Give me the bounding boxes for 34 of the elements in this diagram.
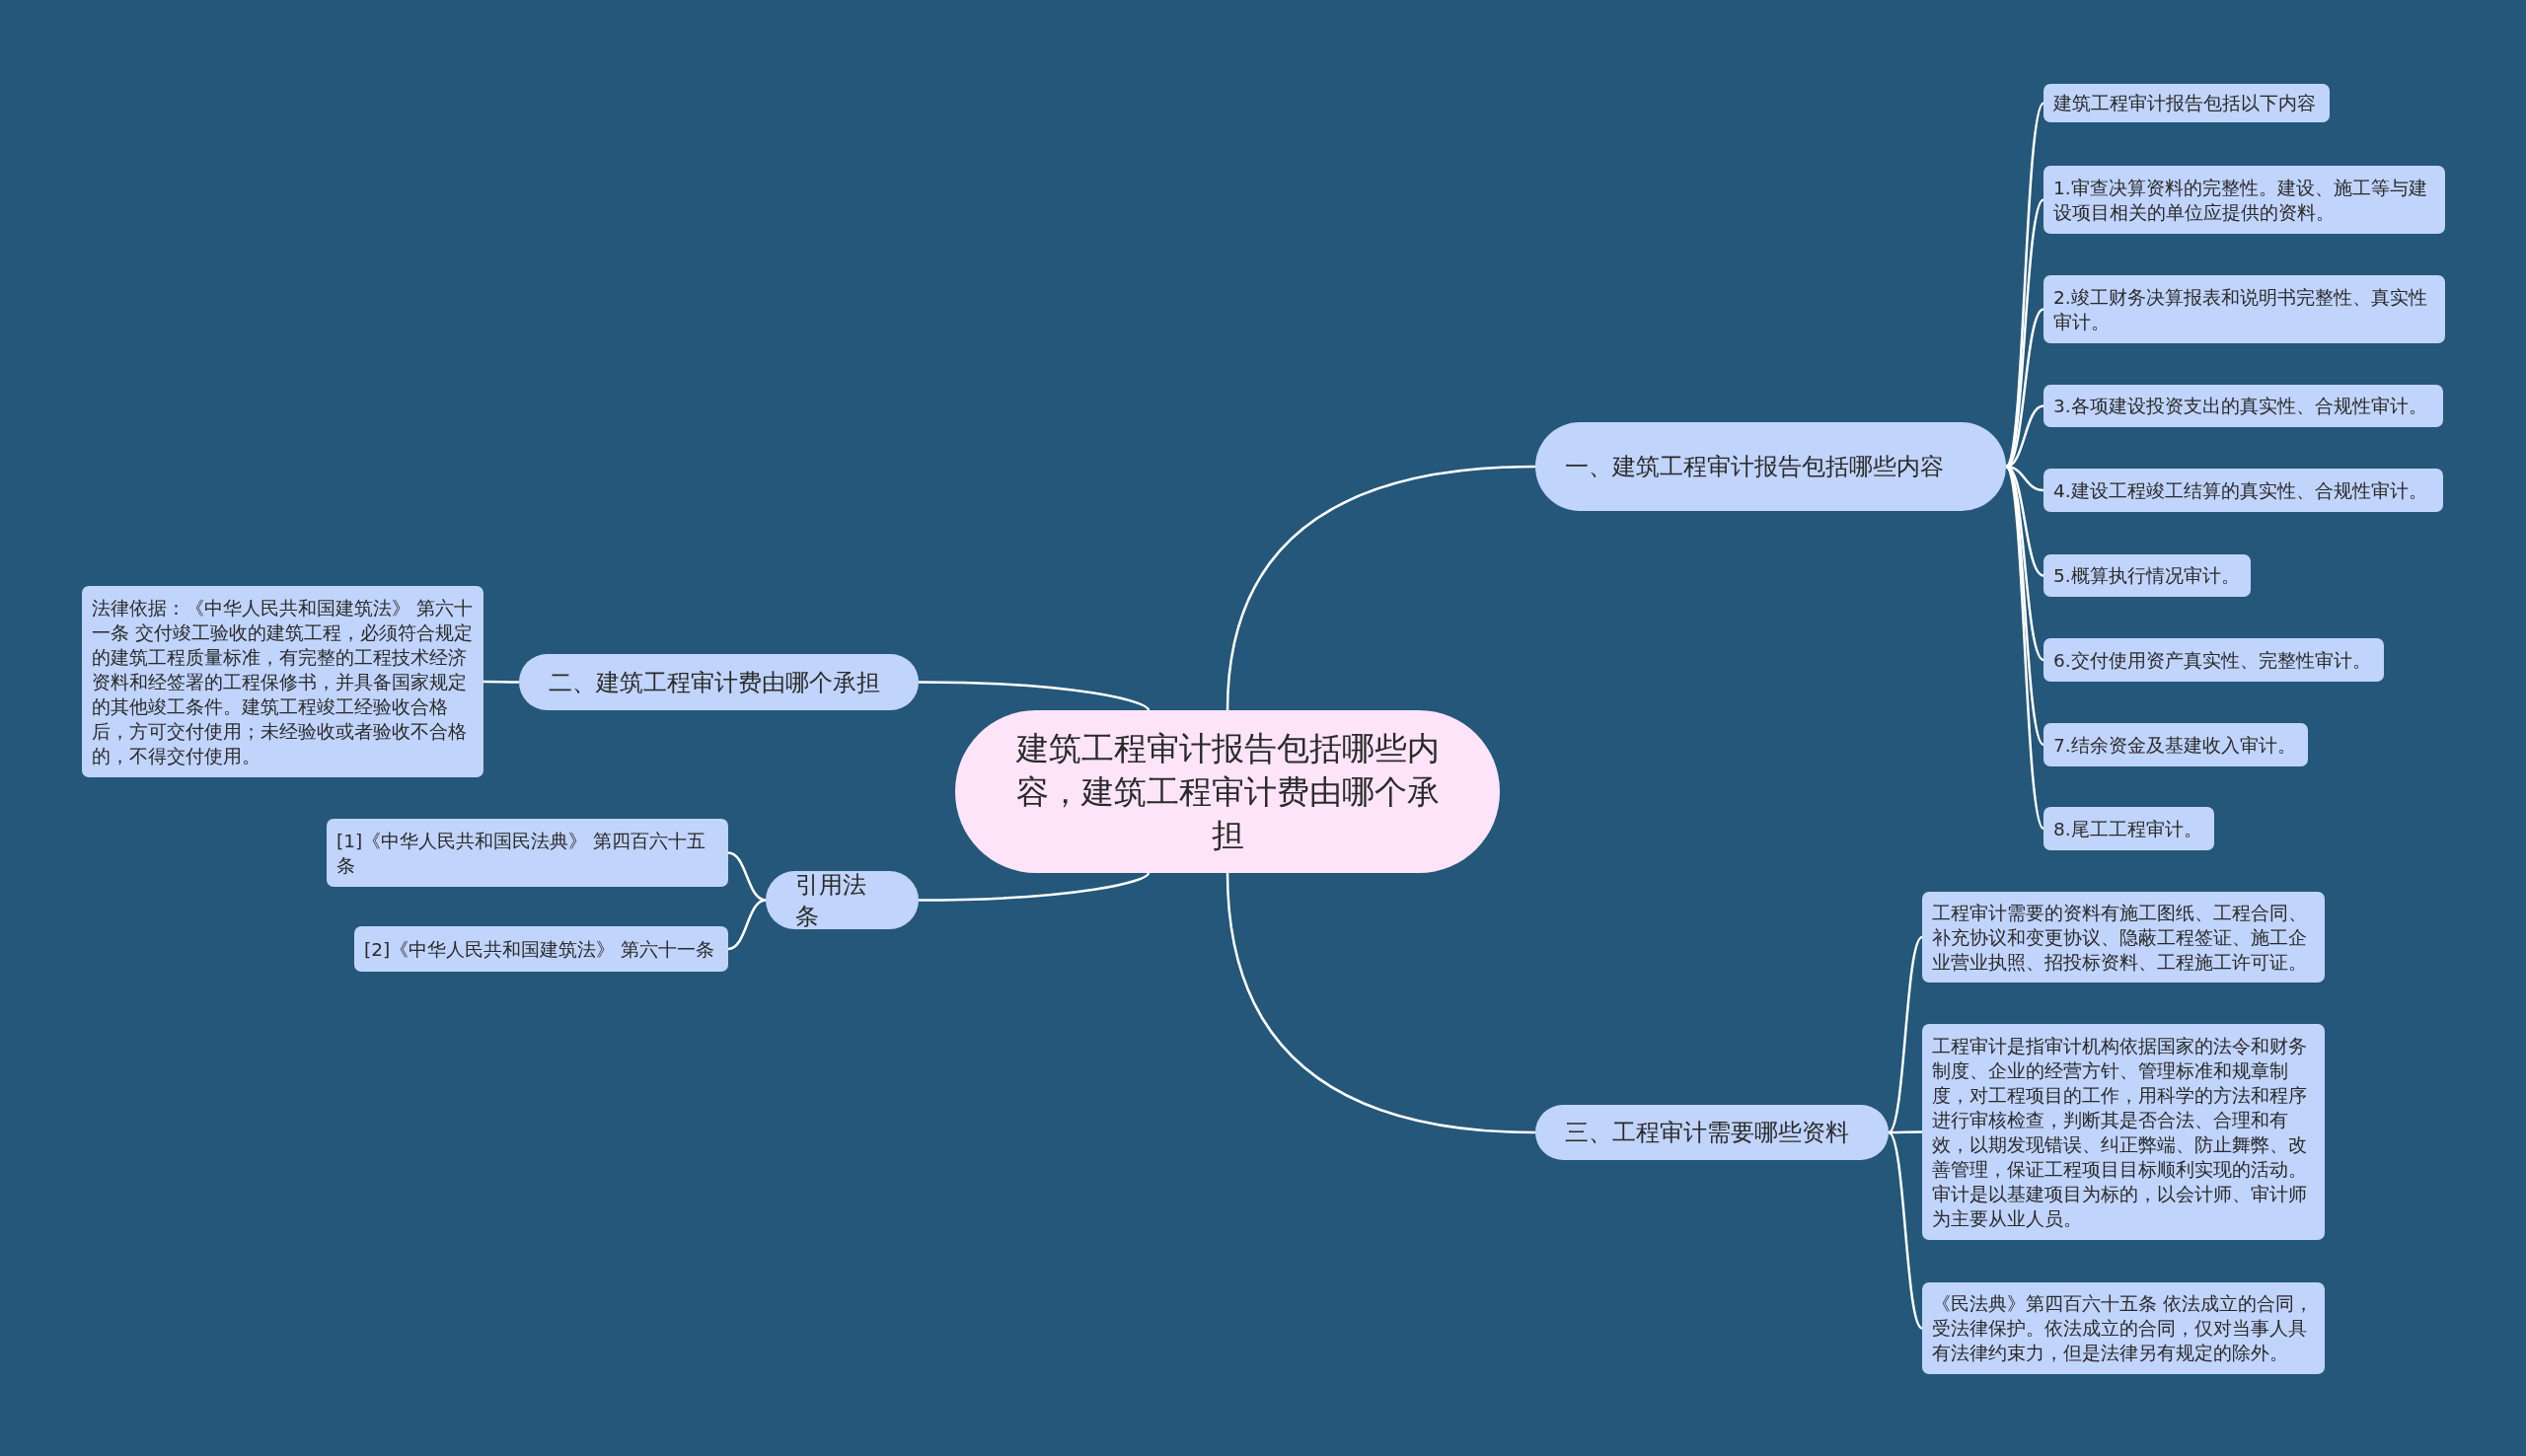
connector-line (1226, 465, 1536, 711)
connector-line (2005, 198, 2044, 468)
central-topic: 建筑工程审计报告包括哪些内容，建筑工程审计费由哪个承担 (955, 710, 1500, 873)
connector-line (2004, 466, 2045, 830)
topic-box: 一、建筑工程审计报告包括哪些内容 (1535, 422, 2006, 511)
connector-line (2004, 102, 2045, 468)
text-card: 6.交付使用资产真实性、完整性审计。 (2043, 638, 2384, 682)
text-card: 8.尾工工程审计。 (2043, 807, 2214, 850)
topic-box: 引用法条 (766, 871, 919, 929)
connector-line (1888, 936, 1923, 1133)
text-card: 2.竣工财务决算报表和说明书完整性、真实性审计。 (2043, 275, 2445, 343)
text-card: 7.结余资金及基建收入审计。 (2043, 723, 2308, 766)
connector-line (919, 872, 1150, 902)
text-card: 法律依据：《中华人民共和国建筑法》 第六十一条 交付竣工验收的建筑工程，必须符合规定的建筑工程质量标准，有完整的工程技术经济资料和经签署的工程保修书，并具备国家规定的其他竣工条件。建筑工程竣工经验收合格后，方可交付使用；未经验收或者验收不合格的，不得交付使用。 (82, 586, 483, 777)
text-card: 4.建设工程竣工结算的真实性、合规性审计。 (2043, 469, 2443, 512)
connector-line (1226, 872, 1536, 1134)
text-card: 《民法典》第四百六十五条 依法成立的合同，受法律保护。依法成立的合同，仅对当事人具有法律约束力，但是法律另有规定的除外。 (1922, 1282, 2325, 1374)
text-card: [2]《中华人民共和国建筑法》 第六十一条 (354, 926, 728, 972)
text-card: 工程审计需要的资料有施工图纸、工程合同、补充协议和变更协议、隐蔽工程签证、施工企业营业执照、招投标资料、工程施工许可证。 (1922, 892, 2325, 983)
topic-box: 三、工程审计需要哪些资料 (1535, 1105, 1889, 1160)
text-card: 3.各项建设投资支出的真实性、合规性审计。 (2043, 385, 2443, 427)
connector-line (1888, 1131, 1923, 1330)
text-card: 建筑工程审计报告包括以下内容 (2043, 84, 2330, 122)
text-card: 工程审计是指审计机构依据国家的法令和财务制度、企业的经营方针、管理标准和规章制度，对工程项目的工作，用科学的方法和程序进行审核检查，判断其是否合法、合理和有效，以期发现错误、纠正弊端、防止舞弊、改善管理，保证工程项目目标顺利实现的活动。审计是以基建项目为标的，以会计师、审计师为主要从业人员。 (1922, 1024, 2325, 1240)
text-card: 1.审查决算资料的完整性。建设、施工等与建设项目相关的单位应提供的资料。 (2043, 166, 2445, 234)
connector-line (727, 851, 767, 902)
connector-line (2005, 466, 2044, 746)
connector-line (1889, 1130, 1922, 1134)
connector-line (727, 899, 767, 951)
connector-line (483, 680, 519, 684)
topic-box: 二、建筑工程审计费由哪个承担 (519, 654, 919, 710)
text-card: [1]《中华人民共和国民法典》 第四百六十五条 (327, 819, 728, 887)
connector-line (919, 681, 1151, 711)
text-card: 5.概算执行情况审计。 (2043, 554, 2251, 597)
